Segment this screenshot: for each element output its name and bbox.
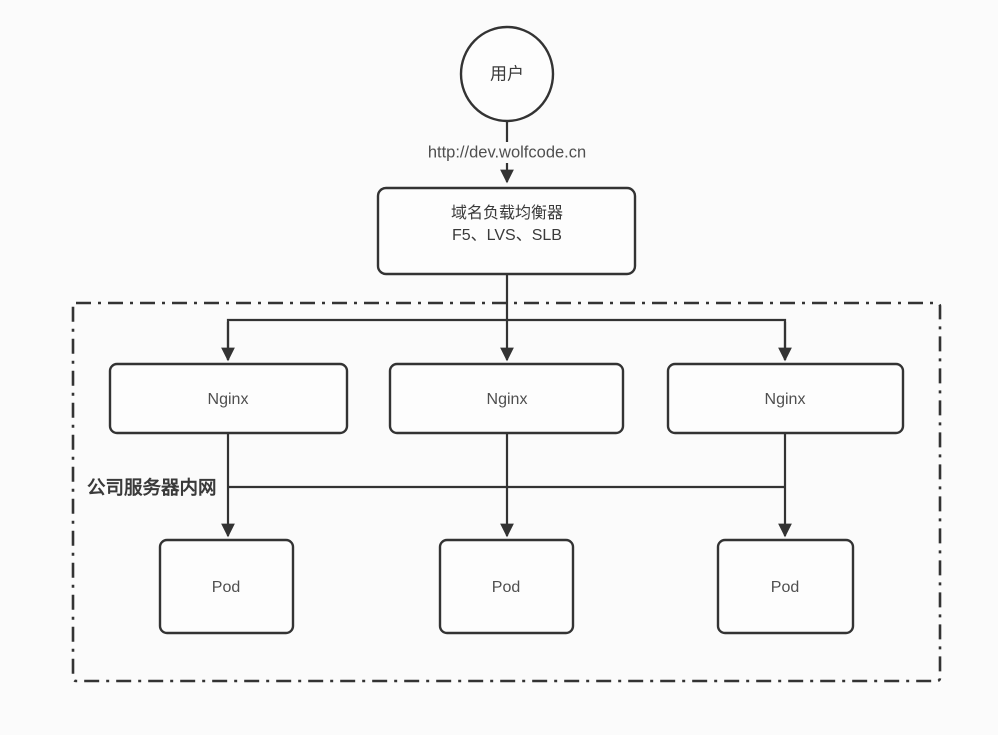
nginx-label-2: Nginx <box>487 391 528 408</box>
intranet-label: 公司服务器内网 <box>87 477 217 498</box>
load-balancer-title: 域名负载均衡器 <box>451 204 563 222</box>
load-balancer-subtitle: F5、LVS、SLB <box>452 227 562 244</box>
pod-box-3 <box>716 538 855 635</box>
pod-box-1 <box>158 538 295 635</box>
nginx-label-3: Nginx <box>765 391 806 408</box>
url-label-background <box>404 142 610 163</box>
pod-label-2: Pod <box>492 579 520 596</box>
pod-box-2 <box>438 538 575 635</box>
pod-label-3: Pod <box>771 579 799 596</box>
user-label: 用户 <box>490 64 524 83</box>
nginx-label-1: Nginx <box>208 391 249 408</box>
pod-label-1: Pod <box>212 579 240 596</box>
request-url-label: http://dev.wolfcode.cn <box>428 143 586 161</box>
